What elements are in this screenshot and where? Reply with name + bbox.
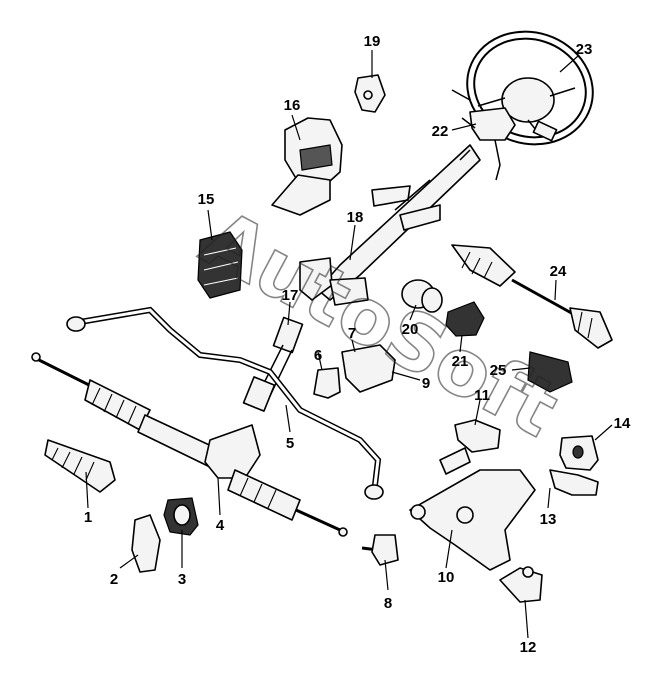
control-arm <box>409 469 536 571</box>
callout-4: 4 <box>216 517 225 534</box>
intermediate-shaft <box>242 316 304 412</box>
callout-20: 20 <box>402 321 419 338</box>
callout-18: 18 <box>347 209 364 226</box>
tie-rod-end <box>361 534 399 566</box>
callout-24: 24 <box>550 263 567 280</box>
ignition-lock <box>354 74 386 113</box>
cv-boot <box>445 301 485 337</box>
callout-9: 9 <box>422 375 430 392</box>
rack-clamp <box>131 514 161 573</box>
callout-21: 21 <box>452 353 469 370</box>
rack-boot <box>44 439 116 493</box>
steering-column <box>299 144 481 306</box>
mount-bracket <box>341 344 396 393</box>
cv-boot-large <box>527 351 573 393</box>
callout-12: 12 <box>520 639 537 656</box>
bushing <box>401 279 443 313</box>
callout-25: 25 <box>490 362 507 379</box>
callout-23: 23 <box>576 41 593 58</box>
callout-16: 16 <box>284 97 301 114</box>
callout-labels: 1 2 3 4 5 6 7 8 9 10 11 12 13 14 15 16 1… <box>84 33 631 656</box>
callout-2: 2 <box>110 571 118 588</box>
arm-bush <box>559 435 599 471</box>
callout-8: 8 <box>384 595 392 612</box>
steering-wheel <box>466 30 594 146</box>
callout-15: 15 <box>198 191 215 208</box>
drive-shaft <box>451 244 613 349</box>
callout-11: 11 <box>474 387 490 404</box>
callout-7: 7 <box>348 325 356 342</box>
column-switch <box>451 89 516 181</box>
bracket <box>313 367 341 399</box>
callout-22: 22 <box>432 123 449 140</box>
callout-13: 13 <box>540 511 557 528</box>
steering-rack <box>31 352 348 537</box>
callout-5: 5 <box>286 435 294 452</box>
column-cover <box>271 117 343 216</box>
callout-14: 14 <box>614 415 631 432</box>
bellows-block <box>197 231 243 299</box>
callout-1: 1 <box>84 509 92 526</box>
stabilizer-bar <box>66 306 384 500</box>
callout-17: 17 <box>282 287 299 304</box>
callout-10: 10 <box>438 569 455 586</box>
callout-19: 19 <box>364 33 381 50</box>
callout-3: 3 <box>178 571 186 588</box>
knuckle-bracket <box>439 419 501 475</box>
callout-6: 6 <box>314 347 322 364</box>
ball-joint <box>499 566 543 603</box>
arm-bracket <box>549 469 599 496</box>
rack-bushing <box>163 497 199 536</box>
leader-lines <box>85 50 613 639</box>
